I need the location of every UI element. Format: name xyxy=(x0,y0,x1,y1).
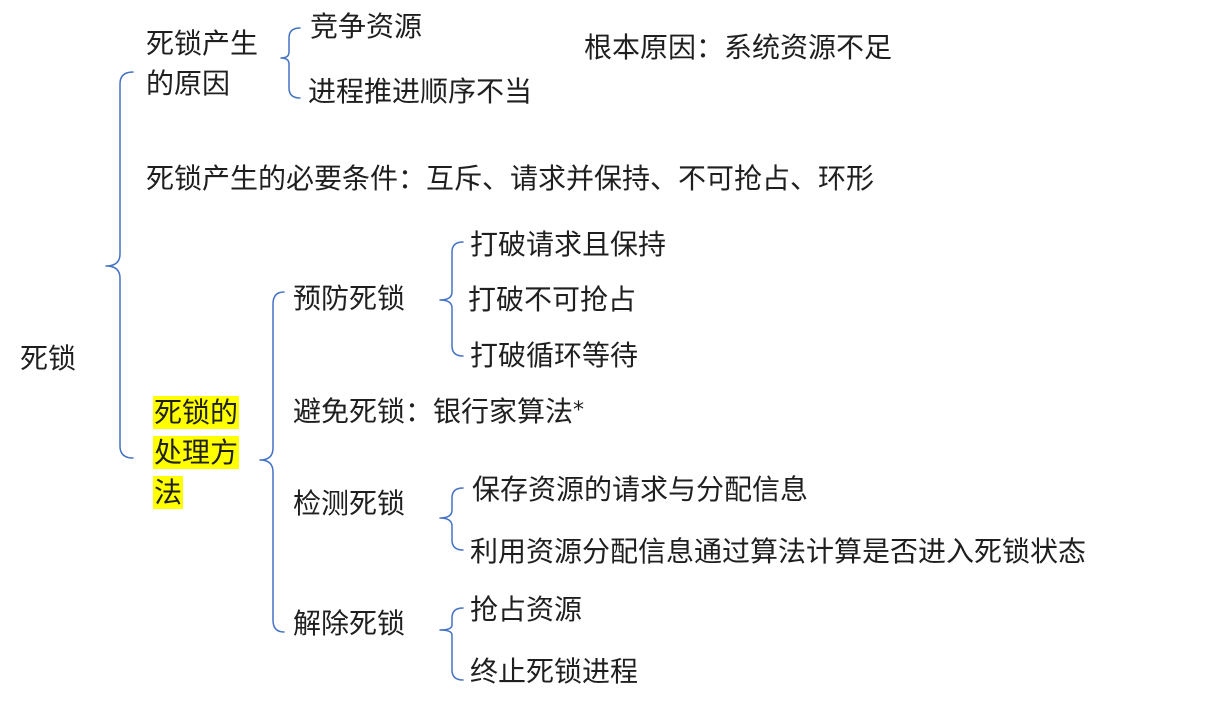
root-cause-note: 根本原因：系统资源不足 xyxy=(584,31,893,64)
root-node: 死锁 xyxy=(20,342,77,375)
release-item: 抢占资源 xyxy=(470,593,583,626)
prevent-item: 打破循环等待 xyxy=(470,339,639,372)
causes-label-line2: 的原因 xyxy=(146,67,231,100)
detect-item: 利用资源分配信息通过算法计算是否进入死锁状态 xyxy=(470,535,1087,568)
prevent-item: 打破请求且保持 xyxy=(470,228,667,261)
avoid-label: 避免死锁：银行家算法 xyxy=(293,395,574,428)
release-node: 解除死锁 xyxy=(293,607,406,640)
cause-item: 竞争资源 xyxy=(310,10,423,43)
conditions-node: 死锁产生的必要条件：互斥、请求并保持、不可抢占、环形 xyxy=(146,162,875,195)
cause-item: 进程推进顺序不当 xyxy=(308,75,533,108)
detect-item: 保存资源的请求与分配信息 xyxy=(472,473,809,506)
avoid-node: 避免死锁：银行家算法* xyxy=(293,395,585,428)
handling-brace xyxy=(259,291,285,633)
avoid-mark: * xyxy=(573,398,585,423)
handling-node: 死锁的 处理方 法 xyxy=(153,393,240,513)
detect-brace xyxy=(439,487,464,551)
prevent-brace xyxy=(439,241,464,357)
prevent-node: 预防死锁 xyxy=(293,282,406,315)
root-brace xyxy=(105,71,134,459)
causes-label-line1: 死锁产生 xyxy=(146,27,259,60)
release-item: 终止死锁进程 xyxy=(470,655,639,688)
detect-node: 检测死锁 xyxy=(293,487,406,520)
handling-label-line: 法 xyxy=(153,476,184,509)
release-brace xyxy=(439,607,464,681)
causes-node: 死锁产生 的原因 xyxy=(146,24,258,104)
causes-brace xyxy=(280,27,301,99)
handling-label-line: 处理方 xyxy=(153,436,240,469)
handling-label-line: 死锁的 xyxy=(153,396,240,429)
prevent-item: 打破不可抢占 xyxy=(468,283,637,316)
